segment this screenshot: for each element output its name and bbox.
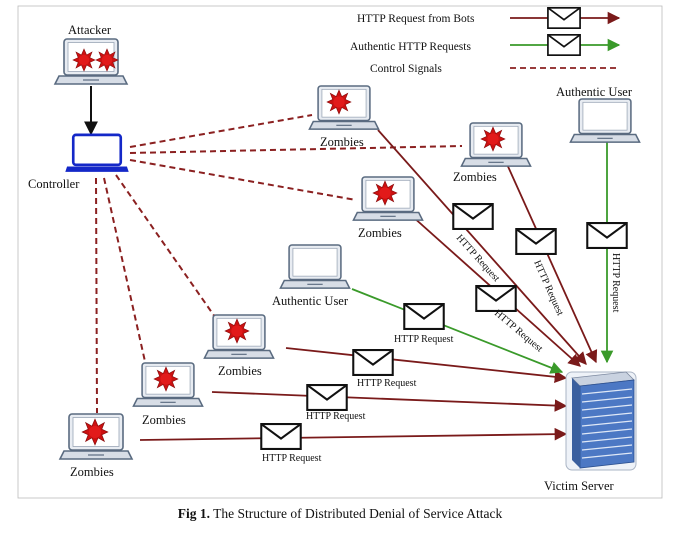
malware-icon <box>81 418 109 446</box>
malware-icon <box>95 48 119 72</box>
zombie-node: Zombies <box>352 176 424 240</box>
malware-icon <box>224 318 250 344</box>
zombie-node: Zombies <box>132 362 204 427</box>
control-signal-lines <box>95 114 463 414</box>
zombie-label: Zombies <box>218 364 262 378</box>
authentic-user-label: Authentic User <box>272 294 349 308</box>
zombie-label: Zombies <box>142 413 186 427</box>
legend-control-label: Control Signals <box>370 63 442 75</box>
controller-laptop-icon <box>63 133 131 174</box>
zombie-label: Zombies <box>358 226 402 240</box>
authentic-user-node: Authentic User <box>272 244 351 308</box>
attacker-node: Attacker <box>54 23 128 85</box>
message-label: HTTP Request <box>357 378 417 389</box>
envelope-icon <box>306 383 348 412</box>
malware-icon <box>326 89 352 115</box>
authentic-user-node: Authentic User <box>556 85 641 143</box>
malware-icon <box>72 48 96 72</box>
legend-authentic-label: Authentic HTTP Requests <box>350 41 471 53</box>
message-label: HTTP Request <box>262 453 322 464</box>
malware-icon <box>153 366 179 392</box>
attacker-label: Attacker <box>68 23 112 37</box>
attack-traffic-lines <box>139 129 598 441</box>
figure-frame <box>17 5 663 499</box>
authentic-traffic-lines <box>351 142 614 374</box>
laptop-icon <box>569 98 641 143</box>
envelope-icon <box>515 227 557 256</box>
victim-server-label: Victim Server <box>544 479 615 493</box>
server-icon <box>565 371 637 471</box>
envelope-icon <box>475 284 517 313</box>
zombie-label: Zombies <box>453 170 497 184</box>
envelope-icon <box>352 348 394 377</box>
legend: HTTP Request from Bots Authentic HTTP Re… <box>350 6 621 75</box>
controller-node: Controller <box>28 133 131 191</box>
envelope-icon <box>586 221 628 250</box>
malware-icon <box>372 180 398 206</box>
envelope-icon <box>546 33 582 57</box>
legend-bots-label: HTTP Request from Bots <box>357 13 475 25</box>
malware-icon <box>480 126 506 152</box>
controller-label: Controller <box>28 177 80 191</box>
message-label: HTTP Request <box>454 233 502 285</box>
envelope-icon <box>403 302 445 331</box>
victim-server-node: Victim Server <box>544 371 637 493</box>
zombie-label: Zombies <box>70 465 114 479</box>
envelope-icon <box>452 202 494 231</box>
caption-title: The Structure of Distributed Denial of S… <box>213 506 503 521</box>
envelope-icon <box>546 6 582 30</box>
message-label: HTTP Request <box>306 411 366 422</box>
zombie-node: Zombies <box>59 413 133 479</box>
zombie-node: Zombies <box>308 85 380 149</box>
figure-caption: Fig 1. The Structure of Distributed Deni… <box>0 506 680 522</box>
zombie-label: Zombies <box>320 135 364 149</box>
authentic-user-label: Authentic User <box>556 85 633 99</box>
envelope-icon <box>260 422 302 451</box>
message-label: HTTP Request <box>610 253 621 313</box>
zombie-node: Zombies <box>203 314 275 378</box>
laptop-icon <box>279 244 351 289</box>
zombie-node: Zombies <box>453 122 532 184</box>
caption-fig-number: Fig 1. <box>177 506 211 521</box>
message-label: HTTP Request <box>394 334 454 345</box>
